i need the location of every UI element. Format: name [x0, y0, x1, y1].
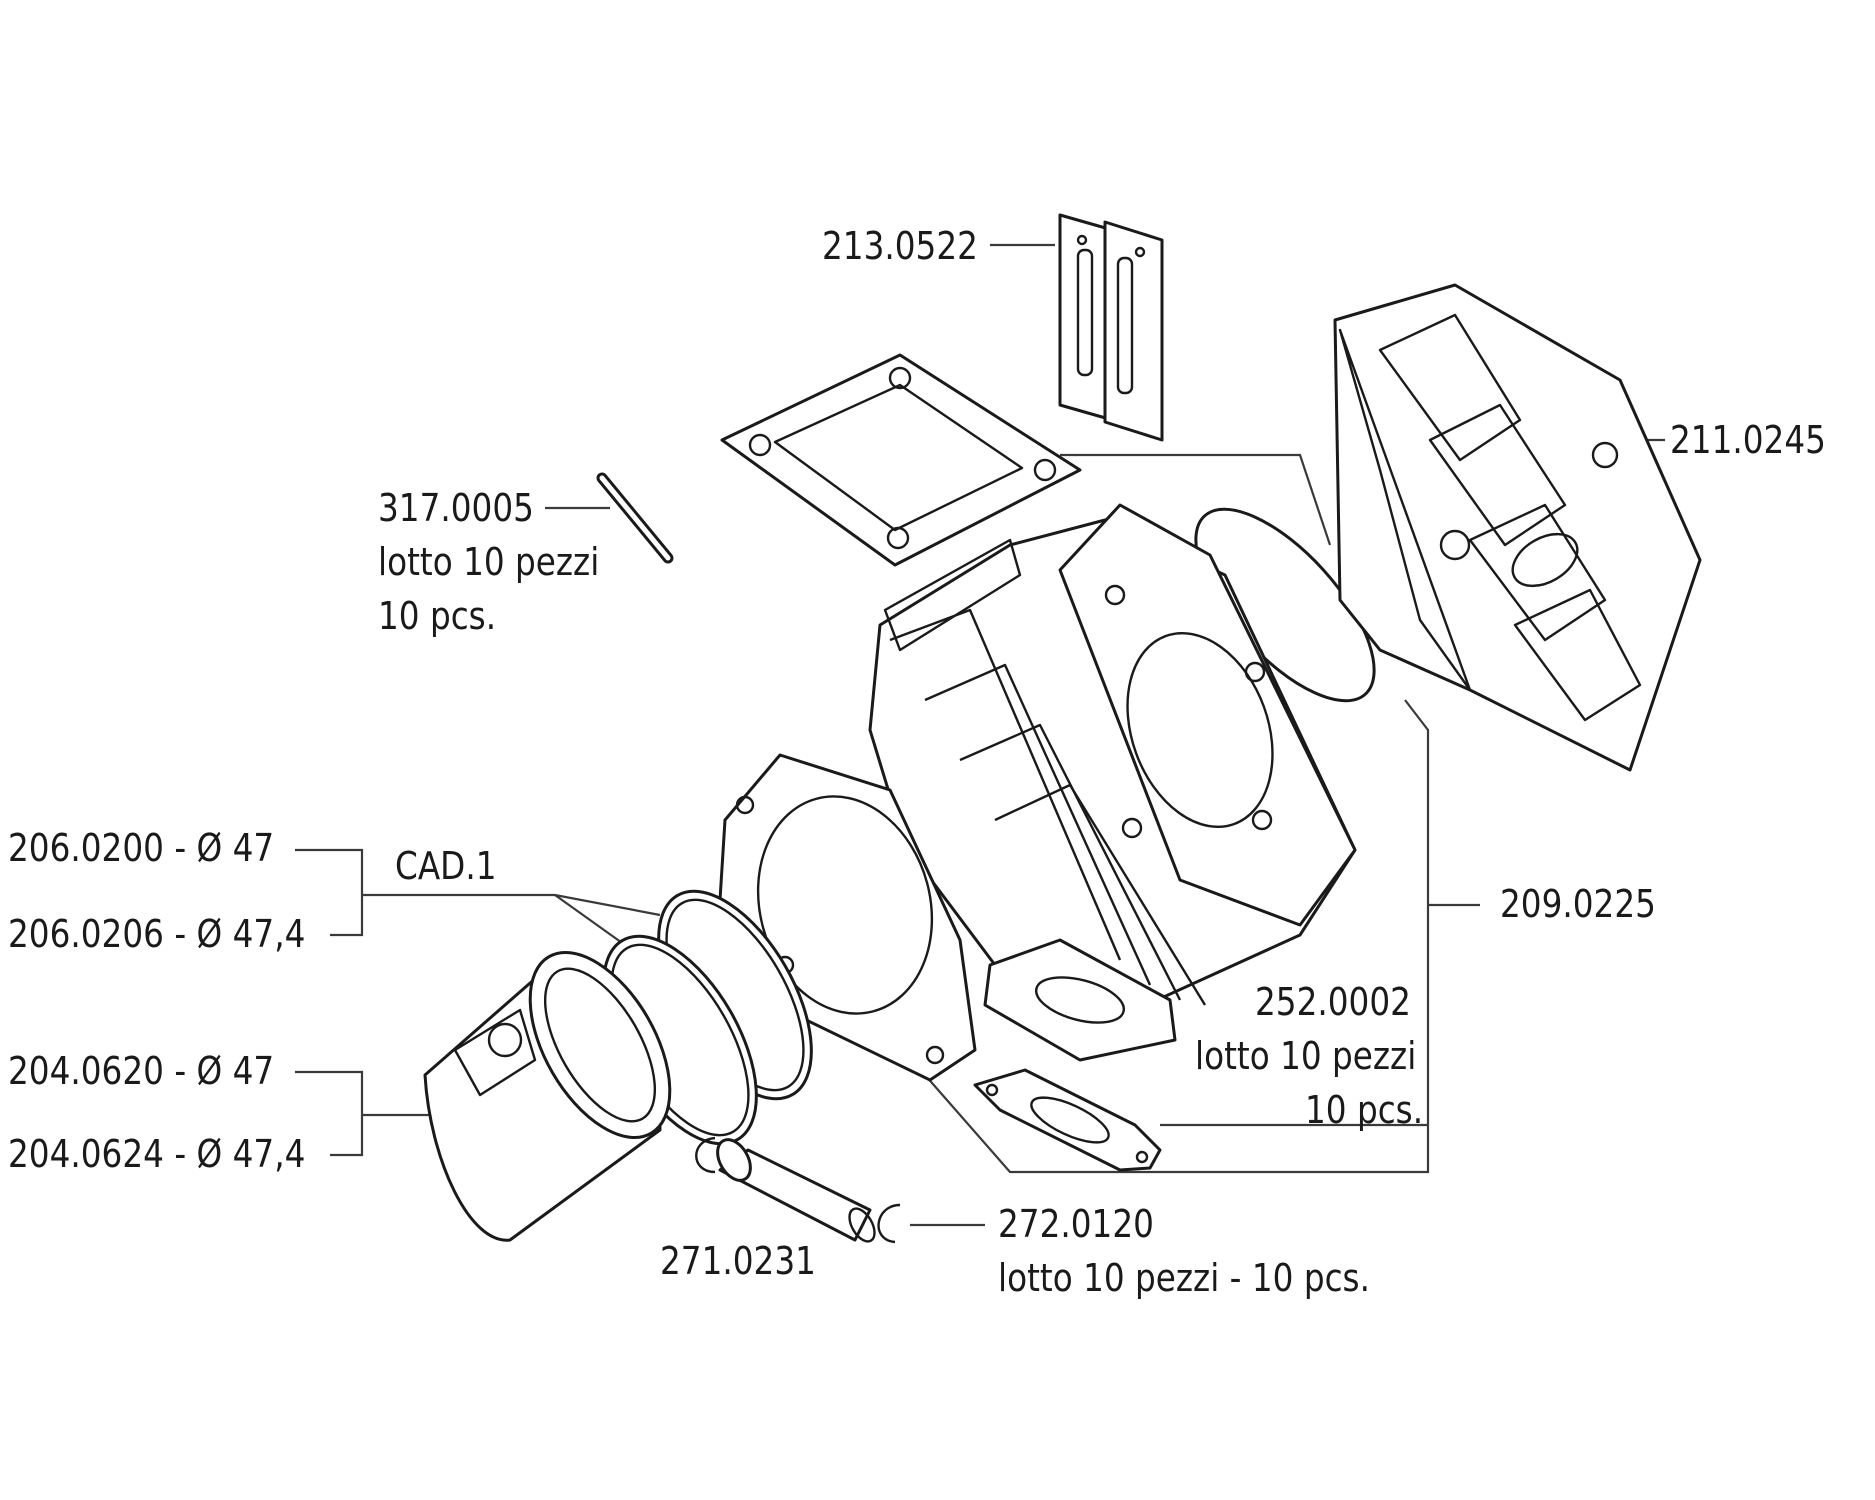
label-piston-b: 204.0624 - Ø 47,4 — [8, 1132, 306, 1176]
leader-ring-bracket — [295, 848, 364, 937]
label-stud-lot: lotto 10 pezzi — [378, 540, 600, 584]
reed-gasket-part — [720, 353, 1082, 567]
cylinder-head-part — [1333, 283, 1702, 772]
piston-part — [423, 950, 672, 1242]
exhaust-flange-part — [983, 938, 1177, 1062]
label-ring-b: 206.0206 - Ø 47,4 — [8, 912, 306, 956]
intake-gasket-part — [973, 1068, 1162, 1172]
leader-ring-cad — [362, 893, 661, 917]
label-intake-gasket: 252.0002 — [1255, 980, 1411, 1024]
label-ring-a: 206.0200 - Ø 47 — [8, 826, 275, 870]
label-intake-lot: lotto 10 pezzi — [1195, 1034, 1417, 1078]
label-reed-petals: 213.0522 — [822, 224, 978, 268]
circlips-part — [695, 1136, 901, 1244]
label-piston-a: 204.0620 - Ø 47 — [8, 1049, 275, 1093]
reed-petals-part — [1058, 213, 1164, 442]
leader-gasket-kit — [1060, 453, 1332, 546]
label-stud-pcs: 10 pcs. — [378, 594, 497, 638]
leader-ring-diag — [554, 894, 626, 946]
label-stud: 317.0005 — [378, 486, 534, 530]
label-intake-pcs: 10 pcs. — [1305, 1088, 1424, 1132]
stud-part — [596, 472, 674, 564]
leader-gasket-bracket — [924, 699, 1430, 1174]
leader-piston-bracket — [295, 1070, 364, 1157]
label-cad: CAD.1 — [395, 844, 497, 888]
piston-rings-part — [602, 889, 813, 1146]
label-head: 211.0245 — [1670, 418, 1826, 462]
label-pin: 271.0231 — [660, 1239, 816, 1283]
leader-lines — [295, 243, 1665, 1227]
piston-pin-part — [716, 1138, 876, 1243]
label-gasket-kit: 209.0225 — [1500, 882, 1656, 926]
label-clip-lot: lotto 10 pezzi - 10 pcs. — [998, 1256, 1370, 1300]
label-clip: 272.0120 — [998, 1202, 1154, 1246]
